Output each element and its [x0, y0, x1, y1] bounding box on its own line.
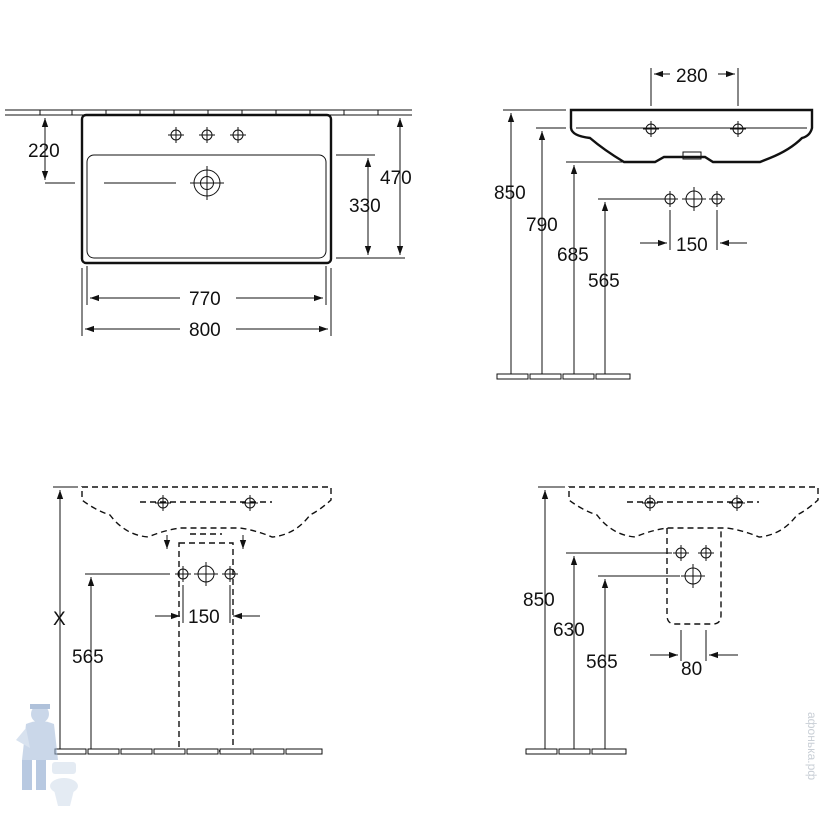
waste-outlet-icon [193, 561, 219, 587]
dim-790-label: 790 [526, 215, 558, 236]
dim-470-label: 470 [380, 168, 412, 189]
waste-outlet-icon [681, 186, 707, 212]
waste-outlet-icon [680, 563, 706, 589]
mount-hole-icon [729, 120, 747, 138]
tap-hole-icon [167, 126, 185, 144]
basin-bowl [86, 154, 327, 259]
dim-220-label: 220 [28, 141, 60, 162]
dim-330-label: 330 [349, 196, 381, 217]
basin-front-dashed [81, 486, 332, 538]
watermark-text: афонька.рф [805, 712, 819, 780]
supply-hole-icon [174, 565, 192, 583]
mount-hole-icon [728, 494, 746, 512]
supply-hole-icon [708, 190, 726, 208]
plumber-mascot-icon [16, 704, 78, 806]
dim-565-label: 565 [72, 647, 104, 668]
mount-hole-icon [641, 494, 659, 512]
mount-hole-icon [241, 494, 259, 512]
semi-pedestal-view: 850 630 565 80 [523, 486, 819, 755]
mount-hole-icon [642, 120, 660, 138]
basin-front-dashed [568, 486, 819, 538]
basin-outline [80, 113, 333, 265]
semi-pedestal-dashed [666, 528, 722, 625]
dim-565-label: 565 [586, 652, 618, 673]
top-view: 220 470 330 770 800 [5, 109, 412, 341]
dim-80-label: 80 [681, 659, 702, 680]
dim-630-label: 630 [553, 620, 585, 641]
supply-hole-icon [661, 190, 679, 208]
supply-hole-icon [697, 544, 715, 562]
dim-280-label: 280 [676, 66, 708, 87]
pedestal-dashed [178, 542, 234, 752]
tap-hole-icon [229, 126, 247, 144]
side-view: 280 850 790 685 565 150 [494, 66, 814, 380]
dim-150-label: 150 [188, 607, 220, 628]
tap-hole-icon [198, 126, 216, 144]
dim-770-label: 770 [189, 289, 221, 310]
supply-hole-icon [672, 544, 690, 562]
dim-565-label: 565 [588, 271, 620, 292]
pedestal-view: X 565 150 [53, 486, 332, 755]
dim-685-label: 685 [557, 245, 589, 266]
mount-hole-icon [154, 494, 172, 512]
dim-850-label: 850 [494, 183, 526, 204]
dim-850-label: 850 [523, 590, 555, 611]
supply-hole-icon [221, 565, 239, 583]
dim-800-label: 800 [189, 320, 221, 341]
basin-profile [569, 108, 814, 164]
drain-icon [104, 166, 224, 200]
dim-x-label: X [53, 609, 66, 630]
dim-150-label: 150 [676, 235, 708, 256]
